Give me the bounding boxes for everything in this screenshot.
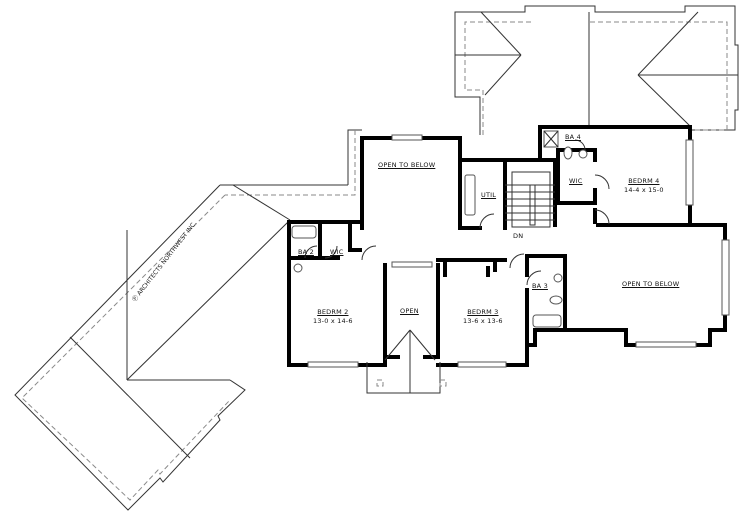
room-bedrm3: BEDRM 3 13-6 x 13-6 — [463, 308, 503, 325]
room-name: OPEN TO BELOW — [622, 280, 680, 288]
walls — [287, 125, 727, 367]
room-open: OPEN — [400, 307, 419, 315]
room-dimensions: 13-6 x 13-6 — [463, 317, 503, 325]
room-name: BEDRM 3 — [467, 308, 499, 316]
room-name: BA 4 — [565, 133, 581, 141]
fixtures — [291, 130, 588, 394]
room-ba4: BA 4 — [565, 133, 581, 141]
room-name: UTIL — [481, 191, 497, 199]
room-bedrm4: BEDRM 4 14-4 x 15-0 — [624, 177, 664, 194]
room-name: BA 3 — [532, 282, 548, 290]
room-name: OPEN TO BELOW — [378, 161, 436, 169]
room-bedrm2: BEDRM 2 13-0 x 14-6 — [313, 308, 353, 325]
room-name: WIC — [330, 248, 344, 256]
upper-roof — [454, 5, 739, 135]
stairs-down-label: DN — [513, 232, 523, 240]
room-dimensions: 14-4 x 15-0 — [624, 186, 664, 194]
room-wic-4: WIC — [569, 177, 582, 185]
garage-roof — [14, 129, 362, 511]
room-open-to-below-1: OPEN TO BELOW — [378, 161, 435, 169]
room-name: BA 2 — [298, 248, 314, 256]
doors — [304, 139, 610, 286]
room-dimensions: 13-0 x 14-6 — [313, 317, 353, 325]
room-name: BEDRM 4 — [628, 177, 660, 185]
room-util: UTIL — [481, 191, 496, 199]
room-ba2: BA 2 — [298, 248, 314, 256]
room-name: OPEN — [400, 307, 419, 315]
room-name: WIC — [569, 177, 583, 185]
room-open-to-below-2: OPEN TO BELOW — [622, 280, 679, 288]
room-ba3: BA 3 — [532, 282, 548, 290]
room-name: BEDRM 2 — [317, 308, 349, 316]
windows — [307, 134, 730, 368]
room-wic-2: WIC — [330, 248, 343, 256]
stairs-label: DN — [513, 232, 524, 240]
